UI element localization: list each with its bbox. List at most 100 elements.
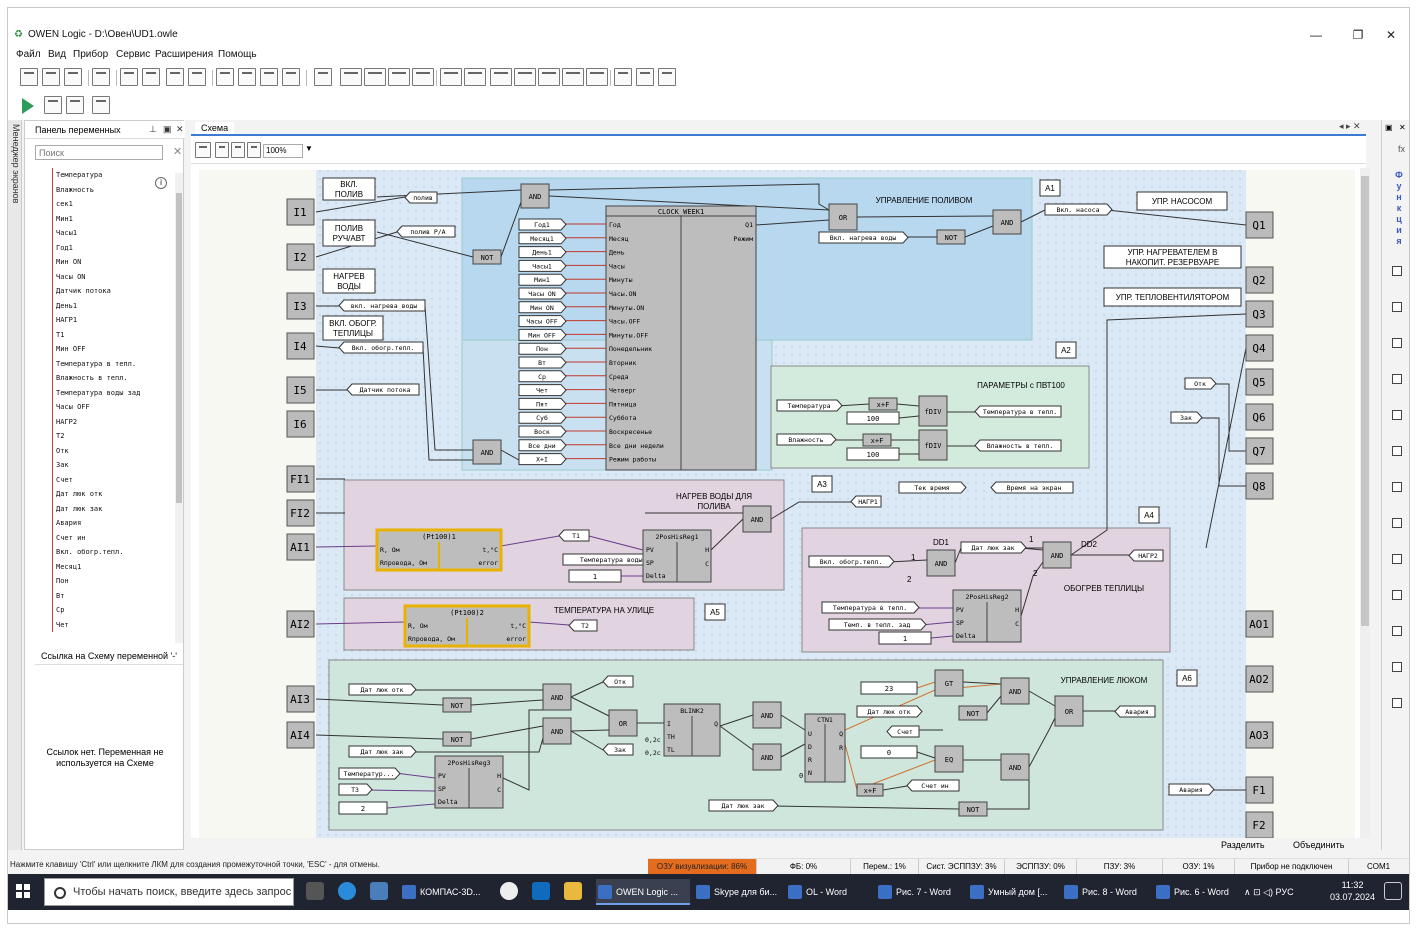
variable-list-item[interactable]: Мин OFF <box>52 342 172 357</box>
variable-list-item[interactable]: T2 <box>52 429 172 444</box>
step-icon[interactable] <box>44 96 62 114</box>
variables-scrollbar[interactable] <box>175 173 183 643</box>
input-terminal[interactable] <box>286 332 315 360</box>
variable-label[interactable] <box>348 683 417 696</box>
function-block-icon[interactable] <box>1392 302 1402 312</box>
variable-label[interactable] <box>1114 705 1156 718</box>
constant-box[interactable] <box>338 801 388 815</box>
function-block-icon[interactable] <box>1392 698 1402 708</box>
taskbar-kompas[interactable]: КОМПАС-3D... <box>400 879 496 905</box>
variable-list-item[interactable]: Влажность <box>52 182 172 197</box>
info-icon[interactable]: i <box>155 177 167 189</box>
save-icon[interactable] <box>64 68 82 86</box>
maximize-panel-icon[interactable]: ▣ <box>163 124 172 134</box>
paste-icon[interactable] <box>142 68 160 86</box>
variable-label[interactable] <box>518 397 567 410</box>
variable-label[interactable] <box>396 225 456 238</box>
taskbar-skype[interactable]: Skype для би... <box>694 879 782 905</box>
menu-extensions[interactable]: Расширения <box>155 49 214 60</box>
device-connect-icon[interactable] <box>66 96 84 114</box>
align-horizontal-icon[interactable] <box>440 68 462 86</box>
variable-label[interactable] <box>776 399 843 412</box>
copy-icon[interactable] <box>120 68 138 86</box>
variable-list-item[interactable]: Дат люк отк <box>52 487 172 502</box>
variable-label[interactable] <box>518 453 567 466</box>
variable-label[interactable] <box>338 767 401 780</box>
input-terminal[interactable] <box>286 533 315 561</box>
variable-list-item[interactable]: НАГР2 <box>52 414 172 429</box>
zoom-select[interactable]: 100% <box>263 144 303 158</box>
variable-list-item[interactable]: Часы1 <box>52 226 172 241</box>
output-terminal[interactable] <box>1245 776 1274 804</box>
variable-list-item[interactable]: Температура воды зад <box>52 385 172 400</box>
variable-list-item[interactable]: Вкл. обогр.тепл. <box>52 545 172 560</box>
int-to-float-block[interactable] <box>868 397 898 411</box>
find-icon[interactable] <box>238 68 256 86</box>
input-terminal[interactable] <box>286 292 315 320</box>
and-gate[interactable] <box>752 743 782 771</box>
variable-label[interactable] <box>960 541 1027 554</box>
or-gate[interactable] <box>1054 695 1084 727</box>
input-terminal[interactable] <box>286 685 315 713</box>
menu-file[interactable]: Файл <box>16 49 41 60</box>
write-icon[interactable] <box>490 68 512 86</box>
variable-list-item[interactable]: Зак <box>52 458 172 473</box>
variables-table-icon[interactable] <box>282 68 300 86</box>
function-block-icon[interactable] <box>1392 518 1402 528</box>
variable-list-item[interactable]: Авария <box>52 516 172 531</box>
output-terminal[interactable] <box>1245 610 1274 638</box>
zoom-fit-icon[interactable] <box>231 142 245 158</box>
and-gate[interactable] <box>926 549 956 577</box>
function-block-icon[interactable] <box>1392 554 1402 564</box>
and-gate[interactable] <box>752 701 782 729</box>
output-terminal[interactable] <box>1245 211 1274 239</box>
menu-help[interactable]: Помощь <box>218 49 257 60</box>
variable-label[interactable] <box>404 191 438 204</box>
input-terminal[interactable] <box>286 376 315 404</box>
input-terminal[interactable] <box>286 499 315 527</box>
variable-label[interactable] <box>1170 411 1203 424</box>
and-gate[interactable] <box>542 717 572 745</box>
constant-box[interactable] <box>860 745 918 759</box>
variable-label[interactable] <box>518 315 567 328</box>
outlook-icon[interactable] <box>532 882 550 900</box>
variable-list-item[interactable]: Вт <box>52 588 172 603</box>
variable-list-item[interactable]: Часы ON <box>52 269 172 284</box>
not-gate[interactable] <box>936 229 966 245</box>
variable-label[interactable] <box>518 259 567 272</box>
variable-list-item[interactable]: Счет <box>52 472 172 487</box>
windows-start-icon[interactable] <box>16 884 30 898</box>
merge-button[interactable]: Объединить <box>1293 840 1345 850</box>
variable-label[interactable] <box>828 618 927 631</box>
settings-icon[interactable] <box>260 68 278 86</box>
function-block-icon[interactable] <box>1392 446 1402 456</box>
fx-icon[interactable]: fx <box>1398 144 1406 154</box>
int-to-float-block[interactable] <box>862 433 892 447</box>
function-block-icon[interactable] <box>1392 338 1402 348</box>
fdiv-block[interactable] <box>918 395 948 427</box>
variable-list-item[interactable]: Температура в тепл. <box>52 356 172 371</box>
input-terminal[interactable] <box>286 721 315 749</box>
input-terminal[interactable] <box>286 610 315 638</box>
variable-list-item[interactable]: Дат люк зак <box>52 501 172 516</box>
macro-icon[interactable] <box>614 68 632 86</box>
and-gate[interactable] <box>1042 541 1072 569</box>
variable-label[interactable] <box>348 745 417 758</box>
or-gate[interactable] <box>828 203 858 231</box>
variable-list-item[interactable]: Чет <box>52 617 172 632</box>
variable-label[interactable] <box>518 301 567 314</box>
variable-label[interactable] <box>338 783 373 796</box>
output-terminal[interactable] <box>1245 403 1274 431</box>
scheme-diagram[interactable]: I1I2I3I4I5I6FI1FI2AI1AI2AI3AI4Q1Q2Q3Q4Q5… <box>199 170 1355 842</box>
variable-label[interactable] <box>1044 203 1113 216</box>
not-gate[interactable] <box>442 731 472 747</box>
not-gate[interactable] <box>958 801 988 817</box>
app-icon[interactable] <box>500 882 518 900</box>
output-terminal[interactable] <box>1245 472 1274 500</box>
print-icon[interactable] <box>92 68 110 86</box>
notifications-icon[interactable] <box>1384 882 1402 900</box>
variable-list-item[interactable]: Датчик потока <box>52 284 172 299</box>
fdiv-block[interactable] <box>918 429 948 461</box>
and-gate[interactable] <box>742 505 772 533</box>
